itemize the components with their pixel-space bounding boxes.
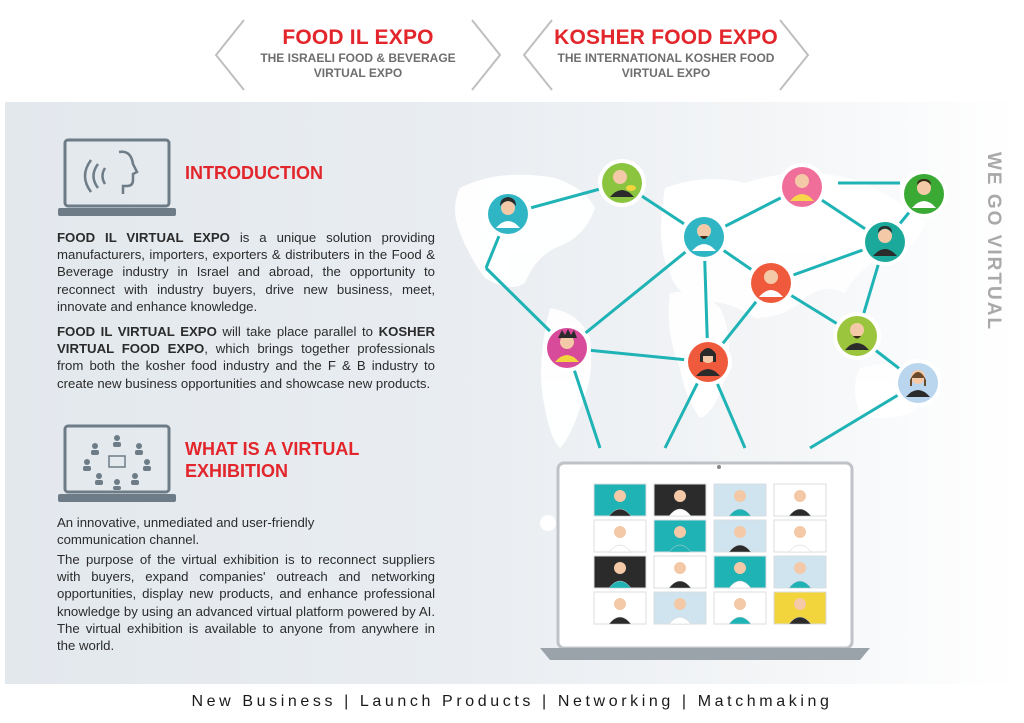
participant-avatar — [614, 598, 626, 610]
avatar-node[interactable] — [861, 218, 909, 266]
participant-avatar — [614, 526, 626, 538]
participant-body — [728, 616, 752, 625]
participant-avatar — [734, 562, 746, 574]
avatar-node[interactable] — [484, 190, 532, 238]
introduction-title: INTRODUCTION — [185, 163, 323, 183]
kosher-food-expo-tab[interactable]: KOSHER FOOD EXPO THE INTERNATIONAL KOSHE… — [516, 14, 816, 94]
participant-avatar — [794, 490, 806, 502]
avatar-node[interactable] — [778, 163, 826, 211]
participant-body — [668, 580, 692, 589]
participant-body — [788, 580, 812, 589]
footer-tagline: New Business | Launch Products | Network… — [191, 693, 833, 710]
participant-body — [608, 580, 632, 589]
participant-body — [668, 508, 692, 517]
participant-body — [788, 544, 812, 553]
participant-body — [608, 616, 632, 625]
avatar-nodes — [484, 159, 948, 407]
avatar-node[interactable] — [684, 338, 732, 386]
expo-subtitle: THE INTERNATIONAL KOSHER FOOD VIRTUAL EX… — [557, 51, 775, 80]
participant-avatar — [734, 598, 746, 610]
header: FOOD IL EXPO THE ISRAELI FOOD & BEVERAGE… — [0, 0, 1024, 100]
virtual-paragraph-2: The purpose of the virtual exhibition is… — [57, 552, 435, 654]
participant-body — [788, 508, 812, 517]
participant-avatar — [734, 490, 746, 502]
avatar-node[interactable] — [747, 259, 795, 307]
expo-title: KOSHER FOOD EXPO — [554, 26, 778, 49]
avatar-node[interactable] — [680, 213, 728, 261]
participant-avatar — [614, 562, 626, 574]
participant-body — [608, 508, 632, 517]
avatar-node[interactable] — [894, 359, 942, 407]
participant-avatar — [794, 526, 806, 538]
world-network-illustration — [455, 159, 948, 660]
participant-body — [728, 508, 752, 517]
avatar-node[interactable] — [598, 159, 646, 207]
participant-body — [668, 616, 692, 625]
participant-avatar — [674, 526, 686, 538]
participant-body — [668, 544, 692, 553]
avatar-node[interactable] — [543, 324, 591, 372]
participant-avatar — [674, 598, 686, 610]
video-call-laptop — [540, 461, 870, 660]
expo-subtitle: THE ISRAELI FOOD & BEVERAGE VIRTUAL EXPO — [260, 51, 456, 80]
expo-title: FOOD IL EXPO — [282, 26, 434, 49]
food-il-expo-tab[interactable]: FOOD IL EXPO THE ISRAELI FOOD & BEVERAGE… — [208, 14, 508, 94]
participant-avatar — [614, 490, 626, 502]
video-grid — [593, 483, 827, 625]
participant-avatar — [674, 562, 686, 574]
chevron-frame-icon — [522, 19, 810, 91]
virtual-exhibition-title: WHAT IS A VIRTUAL EXHIBITION — [185, 439, 360, 481]
laptop-speaking-icon — [58, 138, 176, 216]
intro-paragraph-2: FOOD IL VIRTUAL EXPO will take place par… — [57, 324, 436, 391]
participant-body — [608, 544, 632, 553]
avatar-node[interactable] — [900, 170, 948, 218]
participant-avatar — [734, 526, 746, 538]
participant-body — [728, 544, 752, 553]
participant-avatar — [794, 562, 806, 574]
chevron-frame-icon — [214, 19, 502, 91]
virtual-paragraph-1: An innovative, unmediated and user-frien… — [57, 515, 315, 548]
side-slogan: WE GO VIRTUAL — [983, 152, 1004, 332]
avatar-node[interactable] — [833, 312, 881, 360]
laptop-network-icon — [58, 424, 176, 502]
participant-body — [728, 580, 752, 589]
intro-paragraph-1: FOOD IL VIRTUAL EXPO is a unique solutio… — [57, 230, 435, 314]
participant-body — [788, 616, 812, 625]
participant-avatar — [674, 490, 686, 502]
participant-avatar — [794, 598, 806, 610]
